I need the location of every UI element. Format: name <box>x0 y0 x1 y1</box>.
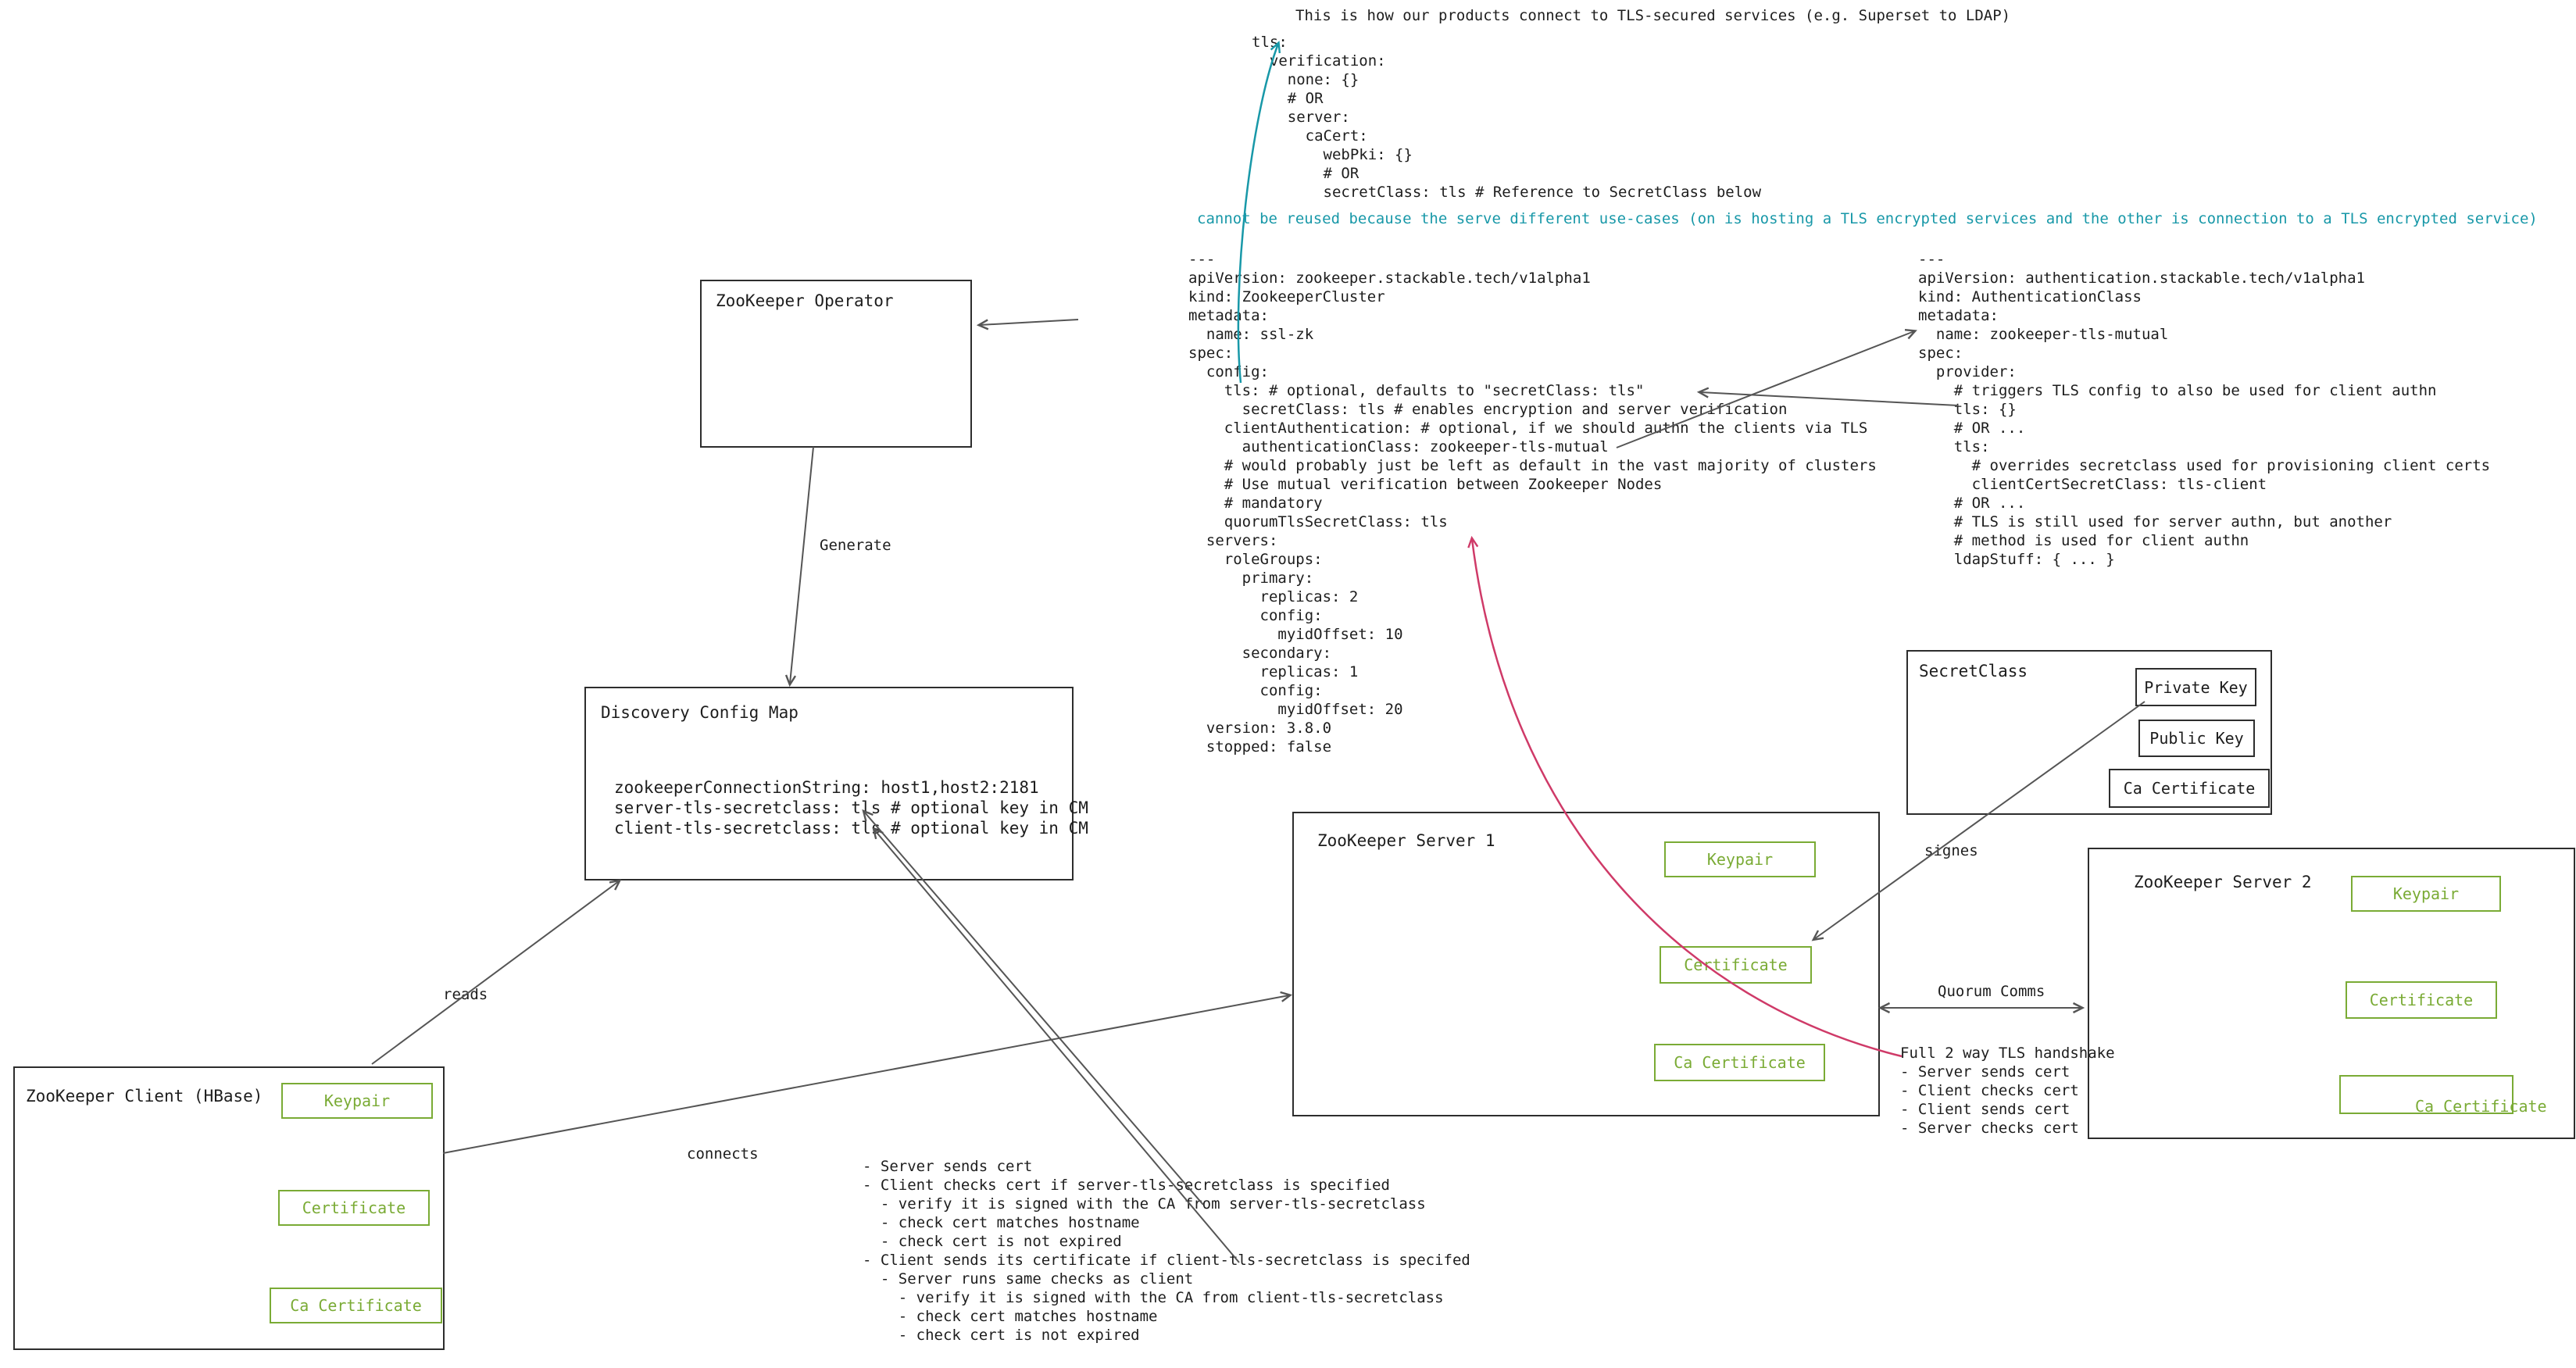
client-certificate-chip: Certificate <box>278 1190 430 1226</box>
zookeeper-server1-label: ZooKeeper Server 1 <box>1317 831 1495 850</box>
secretclass-ca-certificate-label: Ca Certificate <box>2123 779 2256 798</box>
server1-certificate-chip: Certificate <box>1660 946 1812 984</box>
quorum-comms-edge-label: Quorum Comms <box>1938 983 2045 1000</box>
generate-arrow <box>784 446 814 688</box>
tls-verification-yaml: tls: verification: none: {} # OR server:… <box>1252 34 1762 201</box>
reads-arrow <box>371 879 622 1065</box>
server2-ca-certificate-chip: Ca Certificate <box>2339 1075 2547 1116</box>
server2-certificate-label: Certificate <box>2369 991 2474 1009</box>
server1-certificate-label: Certificate <box>1684 955 1788 974</box>
yaml-to-operator-arrow <box>976 319 1079 330</box>
zookeeper-server2-label: ZooKeeper Server 2 <box>2134 873 2312 891</box>
secretclass-ca-certificate-chip: Ca Certificate <box>2109 769 2270 808</box>
public-key-label: Public Key <box>2149 729 2244 748</box>
zookeeper-cluster-yaml: --- apiVersion: zookeeper.stackable.tech… <box>1188 251 1877 755</box>
server2-ca-certificate-label: Ca Certificate <box>2415 1097 2547 1116</box>
client-keypair-chip: Keypair <box>281 1083 433 1119</box>
client-certificate-label: Certificate <box>302 1198 406 1217</box>
secretclass-box: SecretClass Private Key Public Key Ca Ce… <box>1906 650 2272 815</box>
discovery-config-map-content: zookeeperConnectionString: host1,host2:2… <box>614 778 1088 838</box>
connects-edge-label: connects <box>687 1145 759 1163</box>
private-key-label: Private Key <box>2144 677 2248 697</box>
client-ca-certificate-label: Ca Certificate <box>290 1296 422 1315</box>
public-key-chip: Public Key <box>2138 720 2255 757</box>
zookeeper-client-box: ZooKeeper Client (HBase) Keypair Certifi… <box>13 1066 445 1350</box>
handshake-note: Full 2 way TLS handshake - Server sends … <box>1900 1045 2115 1137</box>
signes-edge-label: signes <box>1924 842 1978 859</box>
server1-keypair-label: Keypair <box>1706 850 1774 869</box>
generate-edge-label: Generate <box>820 537 891 554</box>
discovery-config-map-label: Discovery Config Map <box>601 703 799 722</box>
server1-ca-certificate-chip: Ca Certificate <box>1654 1044 1825 1081</box>
client-keypair-label: Keypair <box>323 1091 391 1110</box>
secretclass-label: SecretClass <box>1919 662 2028 680</box>
zookeeper-client-label: ZooKeeper Client (HBase) <box>26 1087 263 1105</box>
zookeeper-server2-box: ZooKeeper Server 2 Keypair Certificate C… <box>2088 848 2575 1139</box>
server1-ca-certificate-label: Ca Certificate <box>1674 1053 1806 1072</box>
client-ca-certificate-chip: Ca Certificate <box>270 1288 442 1323</box>
reuse-warning-note: cannot be reused because the serve diffe… <box>1197 210 2538 227</box>
zookeeper-server1-box: ZooKeeper Server 1 Keypair Certificate C… <box>1292 812 1880 1116</box>
discovery-config-map-box: Discovery Config Map zookeeperConnection… <box>584 687 1088 880</box>
zookeeper-operator-box: ZooKeeper Operator <box>700 280 972 448</box>
server1-keypair-chip: Keypair <box>1664 841 1816 877</box>
authentication-class-yaml: --- apiVersion: authentication.stackable… <box>1918 251 2491 568</box>
server2-keypair-chip: Keypair <box>2351 876 2501 912</box>
reads-edge-label: reads <box>443 986 488 1003</box>
private-key-chip: Private Key <box>2135 668 2256 706</box>
connects-arrow <box>442 991 1293 1154</box>
server2-keypair-label: Keypair <box>2392 884 2460 903</box>
zookeeper-operator-label: ZooKeeper Operator <box>716 291 894 310</box>
server2-certificate-chip: Certificate <box>2346 981 2497 1019</box>
cert-checks-note: - Server sends cert - Client checks cert… <box>863 1158 1470 1344</box>
diagram-title: This is how our products connect to TLS-… <box>1295 7 2011 24</box>
